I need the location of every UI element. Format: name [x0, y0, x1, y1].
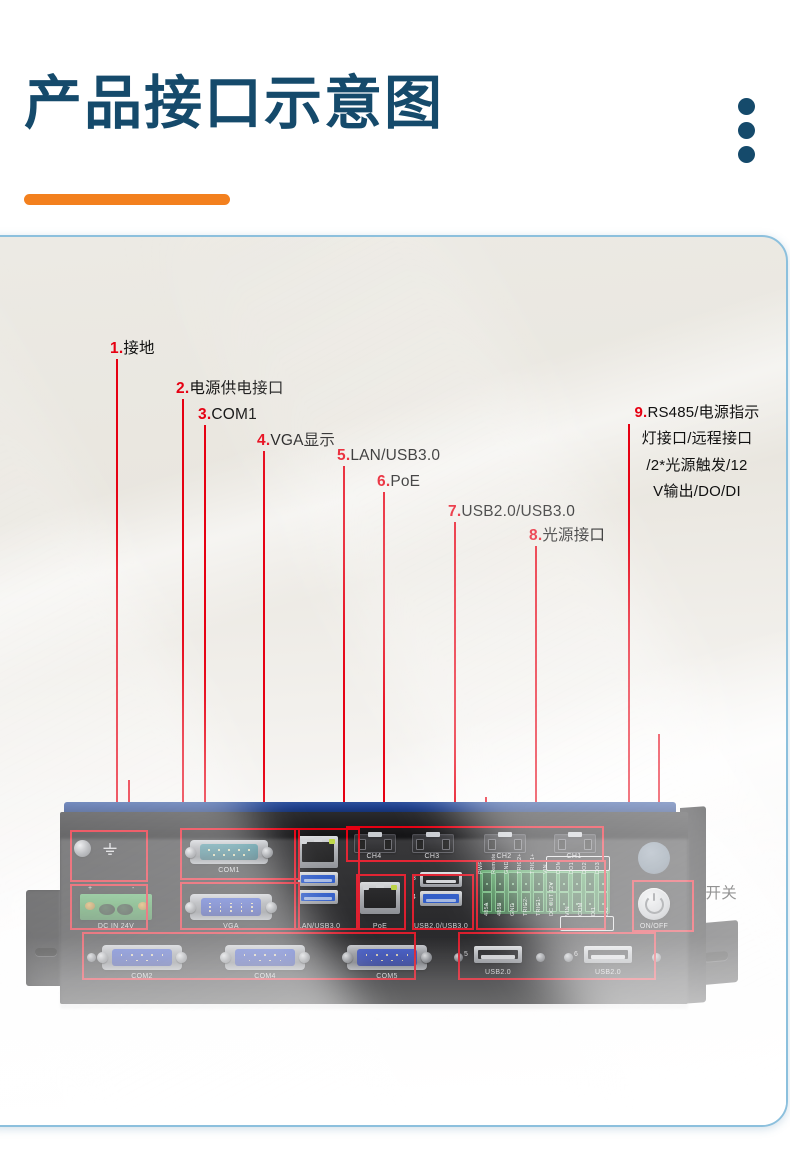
leader-line-3 — [204, 425, 206, 823]
antenna-pad — [638, 842, 670, 874]
leader-line-2 — [182, 399, 184, 823]
title-underline — [24, 194, 230, 205]
callout-6: 6.PoE — [377, 473, 421, 490]
callout-1: 1.接地 — [110, 340, 155, 357]
leader-line-4 — [263, 451, 265, 823]
callout-7: 7.USB2.0/USB3.0 — [448, 503, 576, 520]
highlight-box-terminal — [476, 860, 606, 930]
highlight-box-poe — [356, 874, 406, 930]
callout-9: 9.RS485/电源指示 灯接口/远程接口 /2*光源触发/12 V输出/DO/… — [634, 404, 760, 500]
leader-line-9 — [628, 424, 630, 823]
device-io-panel: + - DC IN 24V COM1 VGA — [20, 802, 738, 1017]
leader-line-6 — [383, 492, 385, 823]
leader-line-5 — [343, 466, 345, 823]
callout-3: 3.COM1 — [198, 406, 257, 423]
highlight-box-power-button — [632, 880, 694, 932]
highlight-box-com-row — [82, 932, 416, 980]
callout-5: 5.LAN/USB3.0 — [337, 447, 441, 464]
three-dots-vertical-icon — [738, 98, 758, 164]
leader-line-1 — [116, 359, 118, 823]
highlight-box-light-source — [346, 826, 604, 862]
callout-4: 4.VGA显示 — [257, 432, 336, 449]
highlight-box-vga — [180, 882, 300, 930]
highlight-box-usb56 — [458, 932, 656, 980]
highlight-box-usb34 — [412, 874, 474, 930]
callout-8: 8.光源接口 — [529, 527, 606, 544]
page-header: 产品接口示意图 — [0, 0, 790, 235]
page-title: 产品接口示意图 — [24, 69, 445, 137]
highlight-box-com1 — [180, 828, 300, 880]
highlight-box-ground — [70, 830, 148, 882]
callout-2: 2.电源供电接口 — [176, 380, 284, 397]
leader-line-8 — [535, 546, 537, 809]
highlight-box-dc-in — [70, 884, 148, 930]
diagram-card: 1.接地 2.电源供电接口 3.COM1 4.VGA显示 5.LAN/USB3.… — [0, 235, 788, 1127]
